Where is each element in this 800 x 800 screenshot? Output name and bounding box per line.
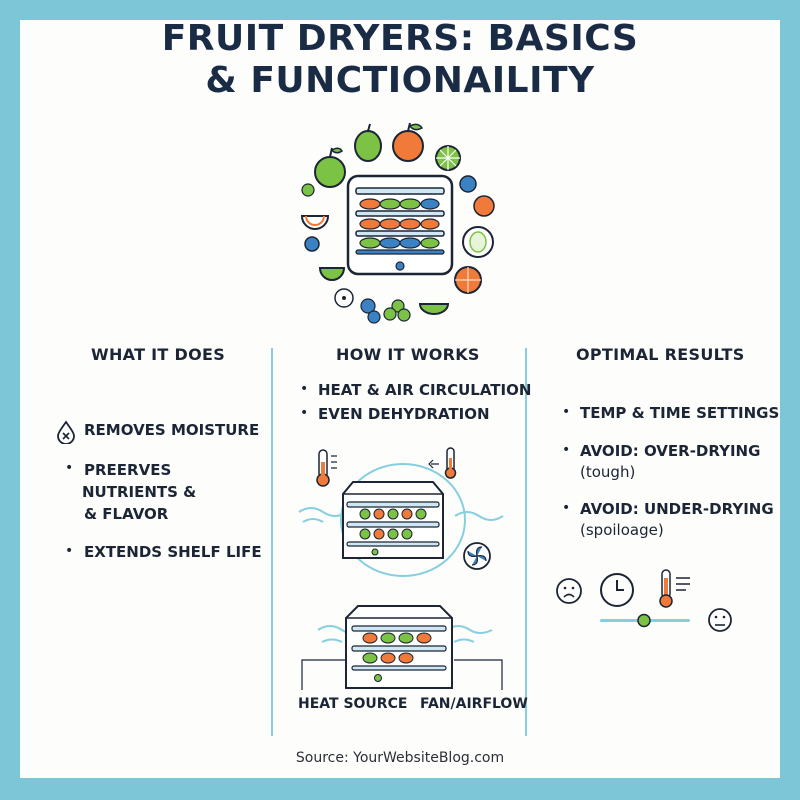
slider-icon: [600, 613, 690, 628]
heat-source-label: HEAT SOURCE: [298, 696, 408, 712]
pear-icon: [354, 123, 382, 162]
apple-half-icon: [462, 226, 494, 258]
kiwi-slice-icon: [418, 303, 450, 315]
dehydrator-icon: [346, 174, 454, 276]
cherry-icon: [301, 183, 315, 197]
blueberries-icon: [360, 298, 381, 324]
column-divider: [271, 348, 273, 736]
grapefruit-slice-icon: [454, 266, 482, 294]
sad-face-icon: [556, 578, 582, 604]
bullet-icon: •: [562, 500, 571, 516]
thermometer-icon: [428, 447, 457, 479]
fan-icon: [463, 542, 491, 570]
grapes-icon: [383, 299, 411, 322]
preserves-line-2: NUTRIENTS &: [82, 483, 197, 501]
apple-slice-icon: [300, 215, 330, 230]
extends-shelf-life-text: EXTENDS SHELF LIFE: [84, 543, 262, 561]
orange-apple-icon: [392, 122, 424, 162]
under-drying-note: (spoiloage): [580, 521, 664, 539]
thermometer-icon: [316, 449, 337, 487]
clock-icon: [600, 573, 634, 607]
blueberry-icon: [459, 175, 477, 193]
blueberry-small-icon: [304, 236, 320, 252]
column-divider: [525, 348, 527, 736]
how-it-works-heading: HOW IT WORKS: [336, 345, 480, 364]
title-line-2: & FUNCTIONAILITY: [205, 60, 595, 101]
neutral-face-icon: [708, 608, 732, 632]
preserves-line-1: PREERVES: [84, 461, 172, 479]
bullet-icon: •: [562, 442, 571, 458]
dehydrator-hero-illustration: [300, 122, 495, 324]
bullet-icon: •: [300, 381, 309, 397]
airflow-dehydrator-illustration: [298, 447, 504, 577]
page-title: FRUIT DRYERS: BASICS & FUNCTIONAILITY: [0, 18, 800, 102]
temp-time-text: TEMP & TIME SETTINGS: [580, 404, 780, 422]
heat-air-circulation-text: HEAT & AIR CIRCULATION: [318, 381, 532, 399]
apple-icon: [314, 147, 346, 188]
bullet-icon: •: [65, 543, 74, 559]
fan-airflow-label: FAN/AIRFLOW: [420, 696, 528, 712]
thermometer-icon: [659, 569, 690, 608]
avoid-under-drying-text: AVOID: UNDER-DRYING: [580, 500, 774, 518]
source-footer: Source: YourWebsiteBlog.com: [295, 750, 505, 766]
over-drying-note: (tough): [580, 463, 636, 481]
apple-wedge-icon: [318, 267, 346, 281]
dehydrator-icon: [342, 481, 444, 559]
avoid-over-drying-text: AVOID: OVER-DRYING: [580, 442, 761, 460]
banana-slice-icon: [334, 288, 354, 308]
bullet-icon: •: [300, 405, 309, 421]
preserves-line-3: & FLAVOR: [84, 505, 169, 523]
bullet-icon: •: [562, 404, 571, 420]
dehydrator-icon: [345, 605, 453, 689]
settings-indicator: [556, 569, 732, 632]
lime-slice-icon: [435, 145, 461, 171]
bullet-icon: •: [65, 460, 74, 476]
removes-moisture-text: REMOVES MOISTURE: [84, 421, 260, 439]
droplet-x-icon: [57, 420, 75, 444]
orange-icon: [473, 195, 495, 217]
optimal-results-heading: OPTIMAL RESULTS: [576, 345, 745, 364]
heat-fan-diagram: [301, 605, 503, 690]
title-line-1: FRUIT DRYERS: BASICS: [161, 18, 639, 59]
what-it-does-heading: WHAT IT DOES: [91, 345, 226, 364]
even-dehydration-text: EVEN DEHYDRATION: [318, 405, 490, 423]
